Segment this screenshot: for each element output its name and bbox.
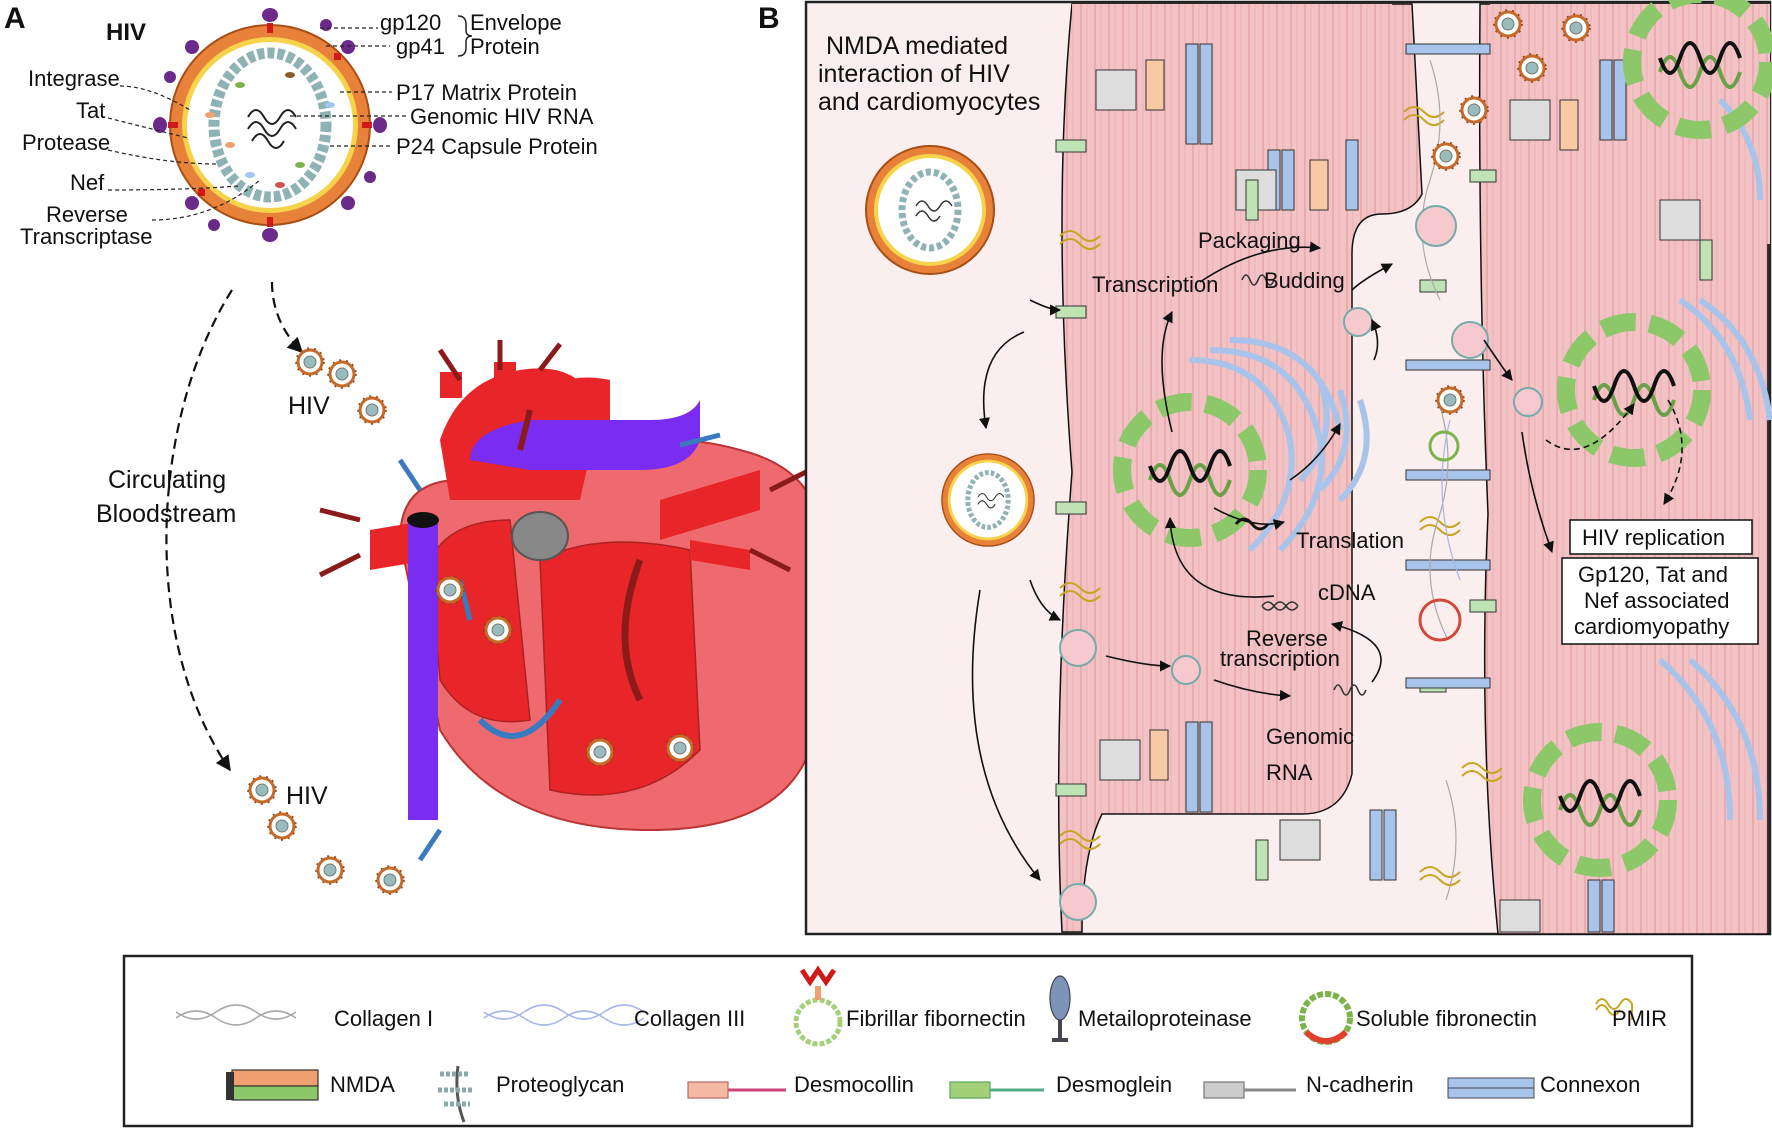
legend-proteoglycan-icon (438, 1065, 472, 1123)
endocytic-vesicles (1059, 205, 1543, 921)
outcome-replication-text: HIV replication (1582, 525, 1725, 550)
panel-a-letter: A (4, 2, 26, 35)
step-translation: Translation (1296, 528, 1404, 553)
legend-nmda-icon (226, 1069, 319, 1101)
legend-desmoglein: Desmoglein (1056, 1072, 1172, 1097)
label-tat: Tat (76, 98, 105, 123)
label-genomic-hiv-rna: Genomic HIV RNA (410, 104, 594, 129)
hiv-virion-medium (942, 454, 1034, 546)
stream-label-line2: Bloodstream (96, 500, 236, 528)
outcome-box-cardiomyopathy: Gp120, Tat and Nef associated cardiomyop… (1561, 557, 1759, 645)
label-gp120: gp120 (380, 10, 441, 35)
circulating-virions (246, 346, 406, 896)
label-reverse: Reverse (46, 202, 128, 227)
legend-connexon-icon (1447, 1077, 1535, 1099)
legend-metalloproteinase: Metailoproteinase (1078, 1006, 1252, 1031)
legend-n-cadherin-icon (1203, 1081, 1296, 1099)
legend-metalloproteinase-icon (1049, 975, 1071, 1042)
hiv-label-upper: HIV (288, 392, 330, 420)
step-rna: RNA (1266, 760, 1313, 785)
heart-illustration (318, 340, 822, 862)
label-gp41: gp41 (396, 34, 445, 59)
panel-b-title-line2: interaction of HIV (818, 60, 1010, 88)
circulation-arrow-down (270, 281, 304, 354)
panel-a: A HIV (4, 2, 822, 896)
membrane-receptors (1055, 43, 1503, 886)
legend-fibrillar-fibronectin-icon (793, 965, 843, 1047)
legend-soluble-fibronectin-icon (1299, 991, 1353, 1045)
stream-label-line1: Circulating (108, 466, 226, 494)
legend-collagen-i: Collagen I (334, 1006, 433, 1031)
outcome-line1: Gp120, Tat and (1578, 562, 1728, 587)
legend-n-cadherin: N-cadherin (1306, 1072, 1414, 1097)
legend-connexon: Connexon (1540, 1072, 1640, 1097)
label-protease: Protease (22, 130, 110, 155)
hiv-virion-diagram (153, 8, 387, 242)
hiv-virion-large (866, 146, 994, 274)
outcome-box-replication: HIV replication (1569, 519, 1753, 555)
circulation-arrow-left (165, 289, 233, 772)
outcome-line2: Nef associated (1584, 588, 1730, 613)
label-transcriptase: Transcriptase (20, 224, 152, 249)
outcome-line3: cardiomyopathy (1574, 614, 1729, 639)
label-protein: Protein (470, 34, 540, 59)
intercalated-disc-junctions (1095, 43, 1713, 933)
step-genomic: Genomic (1266, 724, 1354, 749)
cardiomyocyte-right-upper (1490, 4, 1770, 244)
label-p17-matrix-protein: P17 Matrix Protein (396, 80, 577, 105)
legend-collagen-i-icon (175, 1004, 297, 1026)
step-budding: Budding (1264, 268, 1345, 293)
legend-desmocollin: Desmocollin (794, 1072, 914, 1097)
legend-pmir: PMIR (1612, 1006, 1667, 1031)
step-reverse: Reverse (1246, 626, 1328, 651)
legend: Collagen I Collagen III Fibrillar fiborn… (122, 954, 1694, 1128)
legend-frame (122, 954, 1694, 1128)
step-packaging: Packaging (1198, 228, 1301, 253)
legend-soluble-fibronectin: Soluble fibronectin (1356, 1006, 1537, 1031)
extracellular-matrix-fibers (1418, 59, 1462, 901)
legend-collagen-iii: Collagen III (634, 1006, 745, 1031)
hiv-virion-title: HIV (106, 19, 146, 46)
panel-b: B (758, 0, 1772, 936)
step-cdna: cDNA (1318, 580, 1376, 605)
panel-b-letter: B (758, 2, 780, 35)
legend-nmda: NMDA (330, 1072, 395, 1097)
golgi-er-stacks (1189, 97, 1772, 821)
panel-b-title-line1: NMDA mediated (826, 32, 1008, 60)
rna-strands (1234, 274, 1367, 696)
step-transcription: Transcription (1092, 272, 1218, 297)
hiv-label-lower: HIV (286, 782, 328, 810)
legend-proteoglycan: Proteoglycan (496, 1072, 624, 1097)
legend-desmoglein-icon (949, 1081, 1044, 1099)
legend-fibrillar-fibronectin: Fibrillar fibornectin (846, 1006, 1026, 1031)
legend-pmir-icon (1595, 998, 1633, 1020)
envelope-brace (457, 15, 473, 57)
label-nef: Nef (70, 170, 105, 195)
panel-b-title-line3: and cardiomyocytes (818, 88, 1040, 116)
label-envelope: Envelope (470, 10, 562, 35)
label-p24-capsule-protein: P24 Capsule Protein (396, 134, 598, 159)
legend-desmocollin-icon (687, 1081, 786, 1099)
step-transcription-2: transcription (1220, 646, 1340, 671)
label-integrase: Integrase (28, 66, 120, 91)
legend-collagen-iii-icon (483, 1004, 645, 1026)
cardiomyocyte-left (1057, 3, 1423, 933)
